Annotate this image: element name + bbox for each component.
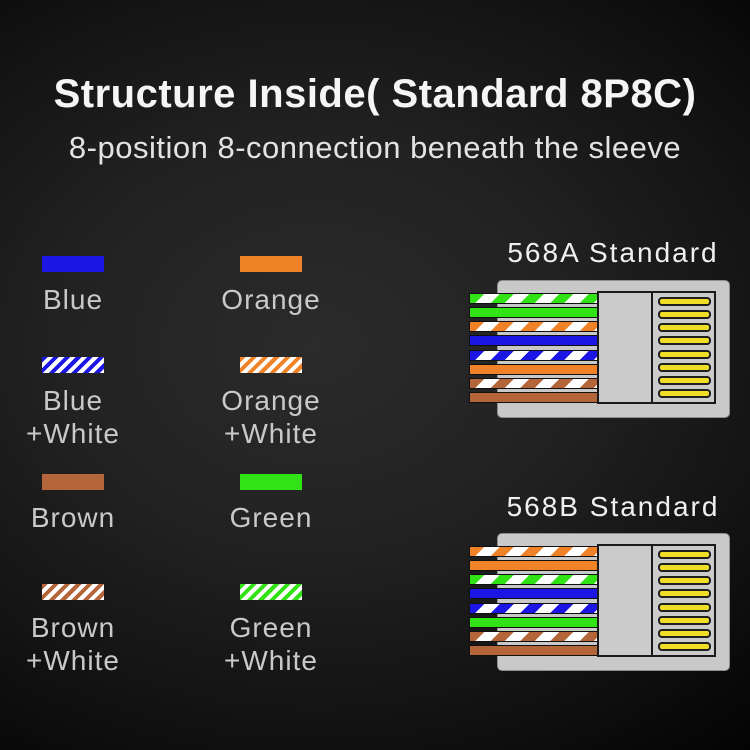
legend-item-orange: Orange bbox=[181, 256, 361, 316]
orange-white-swatch bbox=[240, 357, 302, 373]
gold-pin bbox=[658, 550, 711, 560]
gold-pin bbox=[658, 563, 711, 573]
wire-orange-white bbox=[469, 321, 598, 333]
wire-green-white bbox=[469, 293, 598, 304]
diagram-568b-title: 568B Standard bbox=[506, 491, 720, 522]
gold-pin bbox=[658, 336, 711, 346]
rj45-connector-568b bbox=[469, 533, 730, 671]
gold-pin bbox=[658, 362, 711, 372]
connector-contact-block bbox=[597, 544, 716, 657]
legend-item-brown: Brown bbox=[0, 474, 163, 534]
diagram-568a-title: 568A Standard bbox=[507, 237, 719, 268]
green-white-swatch bbox=[240, 584, 302, 600]
wire-blue bbox=[469, 588, 598, 600]
legend-item-green: Green bbox=[181, 474, 361, 534]
blue-swatch bbox=[42, 256, 104, 272]
blue-white-swatch bbox=[42, 357, 104, 373]
legend-label: Green bbox=[229, 612, 313, 643]
gold-pin bbox=[658, 310, 711, 320]
page-subtitle: 8-position 8-connection beneath the slee… bbox=[68, 130, 682, 165]
legend-label: +White bbox=[224, 418, 318, 449]
gold-pin bbox=[658, 297, 711, 307]
gold-pin bbox=[658, 641, 711, 651]
gold-pin bbox=[658, 602, 711, 612]
wire-green-white bbox=[469, 574, 598, 586]
gold-pins bbox=[655, 546, 714, 655]
legend-item-green-white: Green+White bbox=[181, 584, 361, 677]
connector-contact-block bbox=[597, 291, 716, 404]
wire-green bbox=[469, 307, 598, 319]
page-title: Structure Inside( Standard 8P8C) bbox=[53, 72, 697, 116]
gold-pin bbox=[658, 375, 711, 385]
legend-label: Brown bbox=[30, 612, 116, 643]
contact-block-divider bbox=[651, 546, 653, 655]
wire-blue-white bbox=[469, 349, 598, 361]
gold-pins bbox=[655, 293, 714, 402]
legend-label: Blue bbox=[42, 385, 104, 416]
legend-label: Orange bbox=[221, 284, 321, 315]
brown-swatch bbox=[42, 474, 104, 490]
wire-blue bbox=[469, 335, 598, 347]
legend-label: Green bbox=[229, 502, 313, 533]
green-swatch bbox=[240, 474, 302, 490]
gold-pin bbox=[658, 589, 711, 599]
legend-label: +White bbox=[224, 645, 318, 676]
wire-orange-white bbox=[469, 546, 598, 557]
legend-label: +White bbox=[26, 418, 120, 449]
brown-white-swatch bbox=[42, 584, 104, 600]
wire-green bbox=[469, 616, 598, 628]
gold-pin bbox=[658, 576, 711, 586]
gold-pin bbox=[658, 388, 711, 398]
wire-blue-white bbox=[469, 602, 598, 614]
legend-label: Orange bbox=[221, 385, 321, 416]
contact-block-divider bbox=[651, 293, 653, 402]
legend-label: Blue bbox=[42, 284, 104, 315]
legend-item-brown-white: Brown+White bbox=[0, 584, 163, 677]
wire-brown-white bbox=[469, 630, 598, 642]
gold-pin bbox=[658, 615, 711, 625]
legend-item-blue-white: Blue+White bbox=[0, 357, 163, 450]
wire-brown-white bbox=[469, 377, 598, 389]
orange-swatch bbox=[240, 256, 302, 272]
wire-brown bbox=[469, 391, 598, 403]
rj45-connector-568a bbox=[469, 280, 730, 418]
gold-pin bbox=[658, 349, 711, 359]
wire-brown bbox=[469, 644, 598, 656]
wire-orange bbox=[469, 363, 598, 375]
legend-item-orange-white: Orange+White bbox=[181, 357, 361, 450]
gold-pin bbox=[658, 323, 711, 333]
gold-pin bbox=[658, 628, 711, 638]
wire-orange bbox=[469, 560, 598, 572]
legend-label: Brown bbox=[30, 502, 116, 533]
legend-item-blue: Blue bbox=[0, 256, 163, 316]
legend-label: +White bbox=[26, 645, 120, 676]
